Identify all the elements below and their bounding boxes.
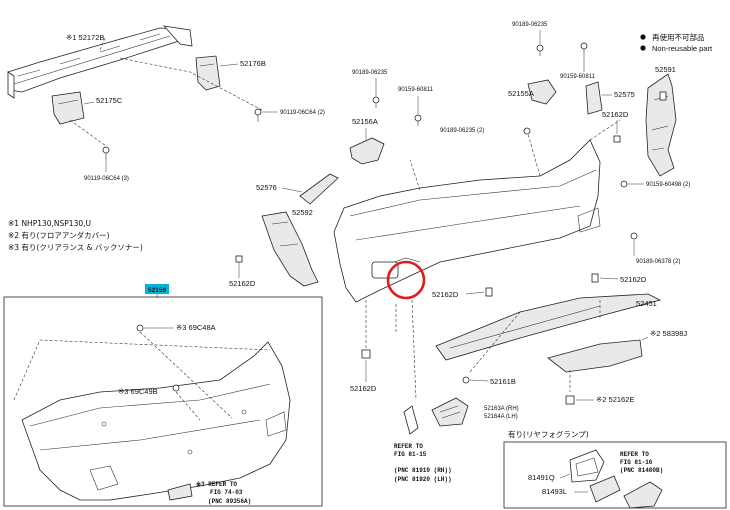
label-90189-06235-b: 90189-06235 (2)	[440, 128, 484, 134]
label-90189-06378: 90189-06378 (2)	[636, 259, 680, 265]
label-52161B: 52161B	[490, 377, 516, 386]
assembly-box	[3, 296, 323, 507]
label-52159: 52159	[148, 287, 166, 294]
label-52162D-d: 52162D	[432, 290, 459, 299]
fog-lamp-81480B	[623, 481, 663, 509]
bracket-52176B	[195, 55, 221, 91]
clip-icon	[485, 287, 493, 297]
ref3-b: FIG 81-16	[620, 459, 653, 466]
label-52163A: 52163A (RH)	[484, 406, 519, 412]
clip-icon	[172, 384, 180, 392]
bolt-icon	[630, 232, 638, 240]
label-52575: 52575	[614, 90, 635, 99]
ref3-a: REFER TO	[620, 451, 649, 458]
label-52451: 52451	[636, 299, 657, 308]
fog-lens-81493L	[589, 475, 621, 503]
ref1-d: (PNC 81920 (LH))	[394, 476, 452, 483]
label-52175C: 52175C	[96, 96, 123, 105]
bolt-icon	[102, 146, 110, 160]
label-52162D-a: 52162D	[602, 110, 629, 119]
label-69C48A: ※3 69C48A	[176, 323, 216, 332]
bumper-cover-lower	[21, 341, 291, 501]
label-52164A: 52164A (LH)	[484, 414, 518, 420]
label-52162D-c: 52162D	[620, 275, 647, 284]
legend-nonreuse: Non-reusable part	[652, 44, 713, 53]
ref1-a: REFER TO	[394, 443, 423, 450]
notes-block: ※1 NHP130,NSP130,U ※2 有り(フロアアンダカバー) ※3 有…	[8, 219, 143, 252]
highlight-circle	[386, 260, 426, 300]
label-52576: 52576	[256, 183, 277, 192]
reflector-lamp	[403, 405, 419, 435]
ref3-c: (PNC 81480B)	[620, 467, 663, 474]
bracket-52576	[299, 173, 339, 205]
bolt-icon	[580, 42, 588, 54]
bolt-icon	[462, 376, 470, 384]
label-69C49B: ※3 69C49B	[118, 387, 158, 396]
ref1-b: FIG 81-15	[394, 451, 427, 458]
fog-title: 有り(リヤフォグランプ)	[508, 429, 589, 439]
reinforcement-52172B	[7, 25, 193, 99]
ref2-b: FIG 74-03	[210, 489, 243, 496]
bracket-52156A	[349, 137, 385, 165]
clip-icon	[591, 273, 599, 283]
label-90189-06235-a: 90189-06235	[352, 70, 388, 76]
fog-bezel-81491Q	[569, 449, 605, 483]
label-52162D-e: 52162D	[350, 384, 377, 393]
label-58398J: ※2 58398J	[650, 329, 687, 338]
bolt-icon	[536, 44, 544, 56]
legend: 再使用不可部品 Non-reusable part	[640, 32, 713, 53]
label-81491Q: 81491Q	[528, 473, 555, 482]
note-1: ※1 NHP130,NSP130,U	[8, 219, 91, 228]
side-bracket-52592	[261, 211, 319, 287]
label-90159-60811-b: 90159-60811	[560, 74, 596, 80]
side-bracket-52591	[645, 73, 677, 177]
bolt-icon	[254, 108, 262, 122]
label-52156A: 52156A	[352, 117, 378, 126]
ref2-c: (PNC 89356A)	[208, 498, 251, 505]
label-52592: 52592	[292, 208, 313, 217]
label-90119-06C64-a: 90119-06C64 (2)	[280, 110, 325, 116]
clip-icon	[565, 395, 575, 405]
bracket-52575	[585, 81, 603, 115]
sensor-cap	[167, 483, 193, 501]
note-2: ※2 有り(フロアアンダカバー)	[8, 230, 110, 240]
ref1-c: (PNC 81910 (RH))	[394, 467, 452, 474]
clip-icon	[136, 324, 144, 332]
label-52162D-b: 52162D	[229, 279, 256, 288]
lower-trim-52451	[435, 293, 662, 361]
under-cover-58398J	[547, 339, 643, 373]
note-3: ※3 有り(クリアランス & バックソナー)	[8, 242, 143, 252]
label-52176B: 52176B	[240, 59, 266, 68]
reflector-52163A	[431, 397, 469, 427]
ref2-a: ※3 REFER TO	[196, 480, 237, 488]
label-90159-60811-a: 90159-60811	[398, 87, 434, 93]
label-52591: 52591	[655, 65, 676, 74]
fog-lamp-box	[503, 441, 727, 509]
label-52162E: ※2 52162E	[596, 395, 634, 404]
bumper-cover-upper	[333, 119, 621, 303]
bracket-52155A	[527, 79, 557, 105]
clip-icon	[361, 349, 371, 359]
clip-icon	[235, 255, 243, 263]
label-81493L: 81493L	[542, 487, 567, 496]
bolt-icon	[372, 96, 380, 108]
clip-icon	[613, 135, 621, 143]
highlight-52159	[145, 284, 169, 294]
label-52155A: 52155A	[508, 89, 534, 98]
label-90119-06C64-b: 90119-06C64 (3)	[84, 176, 129, 182]
bracket-52175C	[51, 91, 85, 125]
label-90159-60498: 90159-60498 (2)	[646, 182, 690, 188]
bolt-icon	[414, 114, 422, 126]
legend-reuse: 再使用不可部品	[652, 32, 705, 42]
bolt-icon	[523, 127, 531, 135]
label-90189-06235-c: 90189-06235	[512, 22, 548, 28]
bolt-icon	[620, 180, 628, 188]
label-52172B: ※1 52172B	[66, 33, 104, 42]
